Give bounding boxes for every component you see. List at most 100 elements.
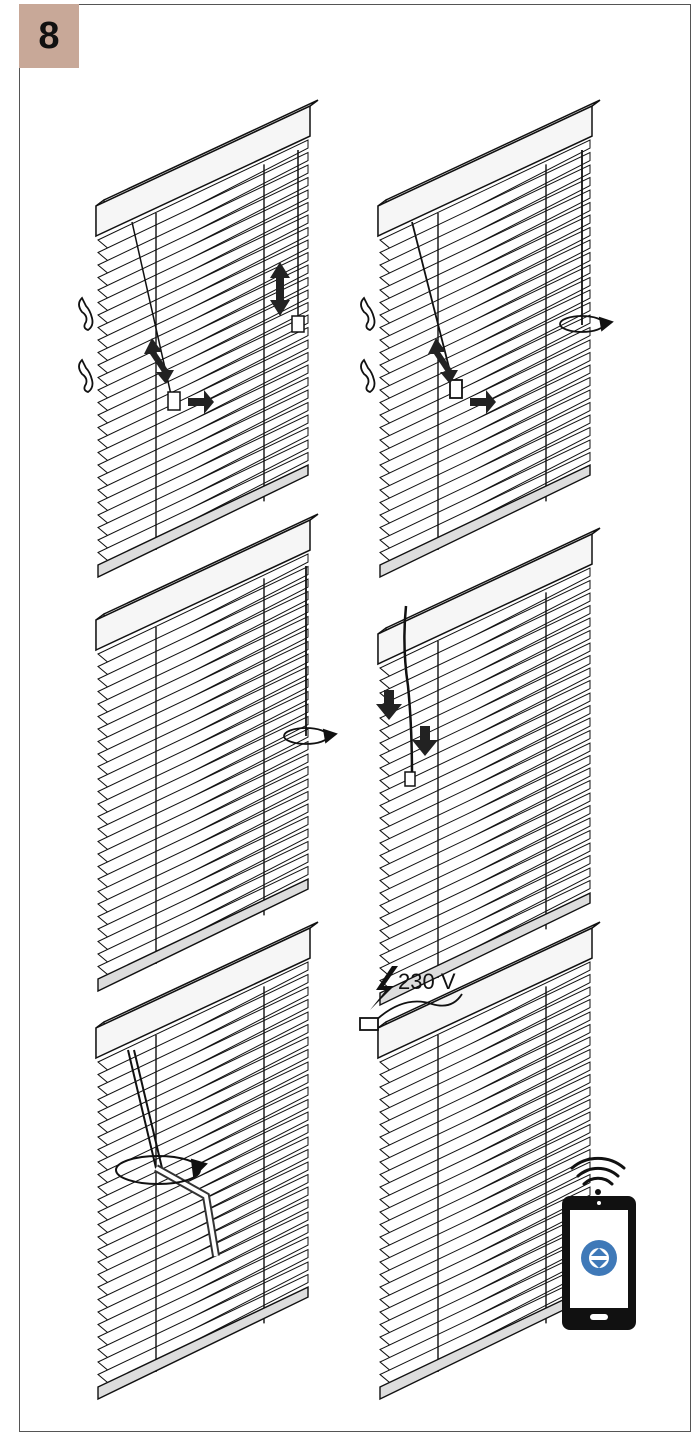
slat [97, 1261, 309, 1373]
slat [379, 998, 591, 1111]
slat [379, 717, 591, 829]
slat [379, 339, 591, 451]
slat [97, 426, 309, 539]
slat [97, 314, 309, 426]
slat [97, 1161, 309, 1273]
step-number: 8 [38, 14, 60, 57]
slat [379, 579, 591, 692]
slat [97, 226, 309, 339]
slat [379, 301, 591, 414]
slat [97, 389, 309, 501]
slat [379, 376, 591, 489]
slat [97, 164, 309, 276]
slat [379, 414, 591, 526]
blind-panel-1 [95, 99, 319, 579]
slat [97, 590, 309, 703]
slat [379, 986, 591, 1098]
slat [97, 803, 309, 915]
slat [379, 1136, 591, 1248]
slat [97, 778, 309, 890]
cable [403, 605, 416, 787]
slat [97, 715, 309, 828]
slat [97, 364, 309, 476]
head-rail-front [95, 926, 311, 1060]
slat [97, 239, 309, 351]
slat [379, 1173, 591, 1286]
slat [97, 151, 309, 264]
slat [97, 451, 309, 564]
slat [379, 389, 591, 501]
slat [97, 1123, 309, 1236]
power-plug [359, 993, 463, 1031]
bottom-rail [97, 463, 309, 579]
slat [379, 842, 591, 954]
slat [379, 804, 591, 917]
slat [379, 451, 591, 564]
slat [97, 1148, 309, 1261]
slat [379, 1123, 591, 1236]
head-rail-front [377, 532, 593, 666]
slat [97, 753, 309, 865]
down-arrow [376, 690, 438, 756]
slat [379, 276, 591, 389]
slat [379, 1186, 591, 1298]
slat [379, 1061, 591, 1173]
slat [379, 139, 591, 251]
rotate-arrow [115, 1155, 208, 1185]
slat [97, 251, 309, 364]
up-down-arrow [428, 338, 496, 414]
slat [97, 351, 309, 464]
blind-panel-4 [377, 527, 601, 1007]
slat [97, 1248, 309, 1361]
slat [97, 740, 309, 853]
slat [97, 1198, 309, 1311]
slat [379, 1023, 591, 1136]
slat [379, 617, 591, 729]
slat [379, 973, 591, 1086]
slat [379, 176, 591, 289]
voltage-label: 230 V [398, 969, 456, 994]
slat [379, 567, 591, 679]
slat [97, 986, 309, 1098]
slat [97, 703, 309, 815]
slat [379, 289, 591, 401]
slat [97, 665, 309, 778]
slat [379, 729, 591, 842]
slat [97, 439, 309, 551]
slat [97, 728, 309, 840]
slat [97, 865, 309, 978]
slat [97, 690, 309, 803]
slat [379, 426, 591, 539]
ear-icon [78, 296, 376, 393]
slat [97, 339, 309, 451]
slat [97, 1023, 309, 1136]
slat [379, 239, 591, 351]
slat [379, 742, 591, 854]
slat [379, 1086, 591, 1198]
up-down-arrow [144, 262, 290, 384]
head-rail-front [95, 104, 311, 238]
slat [379, 364, 591, 476]
app-logo-icon [581, 1240, 617, 1276]
slat [379, 151, 591, 264]
hand-arrow [188, 390, 214, 414]
slat [379, 1073, 591, 1186]
slat [97, 414, 309, 526]
slat [97, 615, 309, 728]
slat [97, 289, 309, 401]
slat [97, 840, 309, 953]
slat [379, 654, 591, 767]
slat [379, 792, 591, 904]
slat [379, 704, 591, 817]
slat [97, 998, 309, 1111]
slat [97, 973, 309, 1086]
slat [97, 628, 309, 740]
slat [97, 301, 309, 414]
slat [379, 667, 591, 779]
head-rail-front [377, 104, 593, 238]
slat [97, 553, 309, 665]
slat [97, 1211, 309, 1323]
lightning-icon [370, 966, 398, 1010]
bottom-rail [97, 877, 309, 993]
